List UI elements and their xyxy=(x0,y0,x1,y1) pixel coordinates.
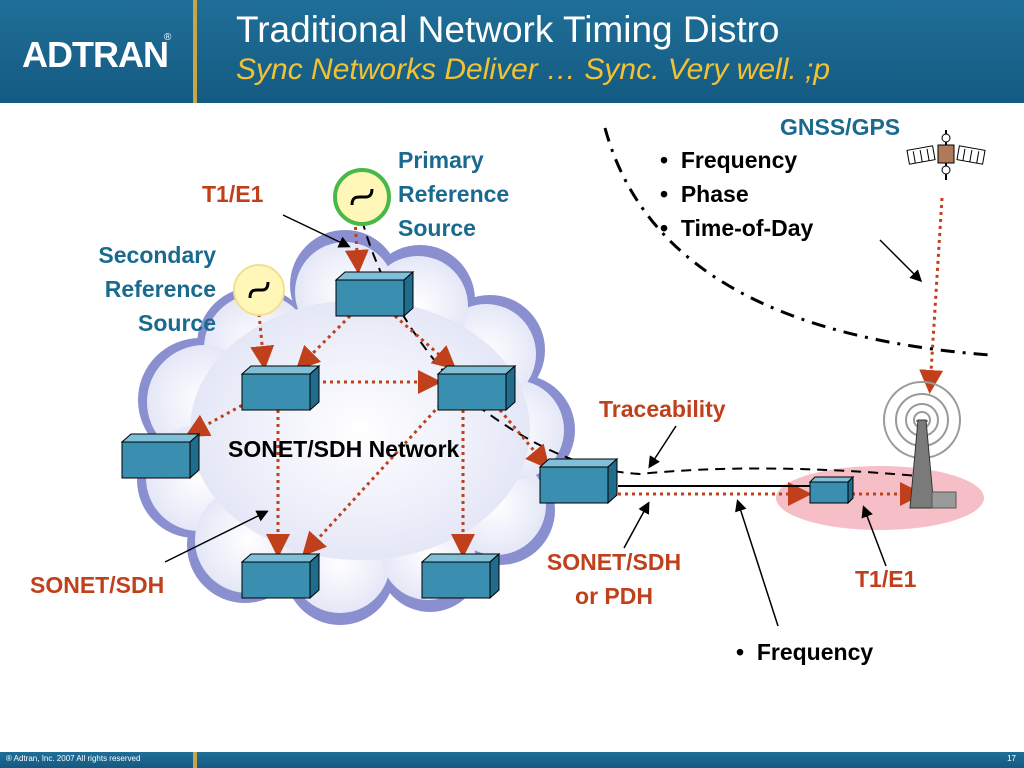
annotation-arrows xyxy=(164,214,923,627)
gnss-bullet-phase: • Phase xyxy=(660,181,749,207)
primary-reference-source-label: Primary Reference Source xyxy=(398,147,510,241)
secondary-clock-icon xyxy=(233,264,285,316)
sync-links xyxy=(184,197,944,558)
network-node-far-left xyxy=(120,432,201,480)
primary-clock-icon xyxy=(333,168,391,226)
footer-bar: ® Adtran, Inc. 2007 All rights reserved … xyxy=(0,752,1024,768)
network-node-right xyxy=(436,364,517,412)
network-node-top xyxy=(334,270,415,318)
network-node-bottom-left xyxy=(240,552,321,600)
slide-title: Traditional Network Timing Distro xyxy=(236,9,780,50)
gnss-gps-label: GNSS/GPS xyxy=(780,114,901,140)
footer-divider xyxy=(193,752,197,768)
sonet-sdh-label: SONET/SDH xyxy=(30,572,165,598)
gnss-bullet-time-of-day: • Time-of-Day xyxy=(660,215,814,241)
network-node-left xyxy=(240,364,321,412)
copyright-text: ® Adtran, Inc. 2007 All rights reserved xyxy=(6,754,141,763)
network-diagram xyxy=(120,127,991,627)
page-number: 17 xyxy=(1007,754,1016,763)
network-node-edge xyxy=(538,457,619,505)
satellite-icon xyxy=(906,130,986,180)
traceability-label: Traceability xyxy=(599,396,726,422)
svg-text:®: ® xyxy=(164,32,172,43)
cell-tower-icon xyxy=(883,381,961,509)
network-nodes xyxy=(120,270,855,600)
t1e1-input-label: T1/E1 xyxy=(202,181,264,207)
network-node-bottom-right xyxy=(420,552,501,600)
traceability-path xyxy=(361,219,919,477)
header-divider xyxy=(193,0,197,103)
t1e1-output-label: T1/E1 xyxy=(855,566,917,592)
gnss-boundary-arc xyxy=(603,127,991,357)
sonet-sdh-network-label: SONET/SDH Network xyxy=(228,436,460,462)
svg-text:ADTRAN: ADTRAN xyxy=(22,34,168,75)
adtran-logo-icon: ADTRAN ® xyxy=(22,32,172,75)
secondary-reference-source-label: Secondary Reference Source xyxy=(98,242,216,336)
gnss-bullet-frequency: • Frequency xyxy=(660,147,798,173)
access-node-small xyxy=(808,475,855,505)
adtran-logo: ADTRAN ® xyxy=(0,0,193,103)
frequency-bullet: • Frequency xyxy=(736,639,874,665)
slide-subtitle: Sync Networks Deliver … Sync. Very well.… xyxy=(236,53,831,86)
header-bar: ADTRAN ® Traditional Network Timing Dist… xyxy=(0,0,1024,103)
sonet-sdh-or-pdh-label: SONET/SDH or PDH xyxy=(546,549,682,609)
